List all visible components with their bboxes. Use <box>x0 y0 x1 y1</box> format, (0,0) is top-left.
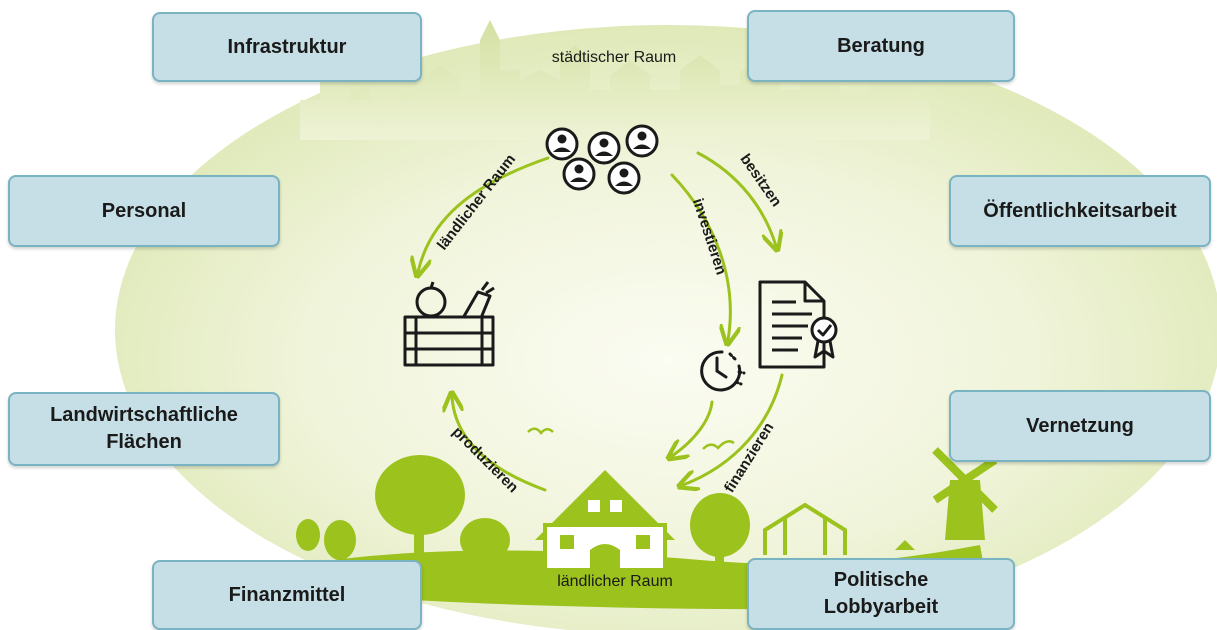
clock-icon <box>700 350 746 392</box>
urban-space-label: städtischer Raum <box>552 49 677 66</box>
people-icons <box>545 124 659 195</box>
birds <box>527 427 735 450</box>
left-landscape <box>296 455 750 570</box>
person-icon <box>587 131 621 165</box>
box-vernetzung: Vernetzung <box>949 390 1211 462</box>
rural-space-label: ländlicher Raum <box>557 573 673 590</box>
box-politische-line1: Politische <box>833 569 929 591</box>
arrow-urban-to-crate <box>418 156 550 272</box>
box-landwirtschaftliche-flaechen: Landwirtschaftliche Flächen <box>8 392 280 466</box>
arrow-farm-to-crate <box>452 397 547 492</box>
box-oeffentlichkeitsarbeit: Öffentlichkeitsarbeit <box>949 175 1211 247</box>
person-icon <box>607 161 641 195</box>
box-landwirtschaftliche-flaechen-text: Landwirtschaftliche Flächen <box>50 402 238 456</box>
box-beratung-label: Beratung <box>837 34 925 57</box>
box-personal: Personal <box>8 175 280 247</box>
box-oeffentlichkeitsarbeit-label: Öffentlichkeitsarbeit <box>983 199 1177 222</box>
arrow-document-to-farm <box>683 373 784 485</box>
windmill <box>895 447 998 550</box>
box-finanzmittel-label: Finanzmittel <box>228 583 346 606</box>
box-personal-label: Personal <box>101 199 187 222</box>
box-infrastruktur-label: Infrastruktur <box>227 35 347 58</box>
box-infrastruktur: Infrastruktur <box>152 12 422 82</box>
arrow-clock-to-farm <box>672 400 714 456</box>
document-certificate-icon <box>758 280 838 369</box>
box-politische-lobbyarbeit: Politische Lobbyarbeit <box>747 558 1015 630</box>
box-landwirtschaftliche-line1: Landwirtschaftliche <box>50 404 238 426</box>
arrow-urban-to-document <box>696 151 776 246</box>
cycle-arrows <box>418 151 784 492</box>
box-finanzmittel: Finanzmittel <box>152 560 422 630</box>
box-vernetzung-label: Vernetzung <box>1026 414 1134 437</box>
box-politische-lobbyarbeit-text: Politische Lobbyarbeit <box>824 567 938 621</box>
person-icon <box>625 124 659 158</box>
right-landscape <box>763 502 847 555</box>
city-skyline <box>300 20 930 140</box>
box-beratung: Beratung <box>747 10 1015 82</box>
arrow-invest-to-clock <box>670 173 730 340</box>
produce-crate-icon <box>403 281 495 367</box>
person-icon <box>562 157 596 191</box>
box-landwirtschaftliche-line2: Flächen <box>106 431 182 453</box>
box-politische-line2: Lobbyarbeit <box>823 596 939 618</box>
person-icon <box>545 127 579 161</box>
farmhouse <box>535 470 675 572</box>
